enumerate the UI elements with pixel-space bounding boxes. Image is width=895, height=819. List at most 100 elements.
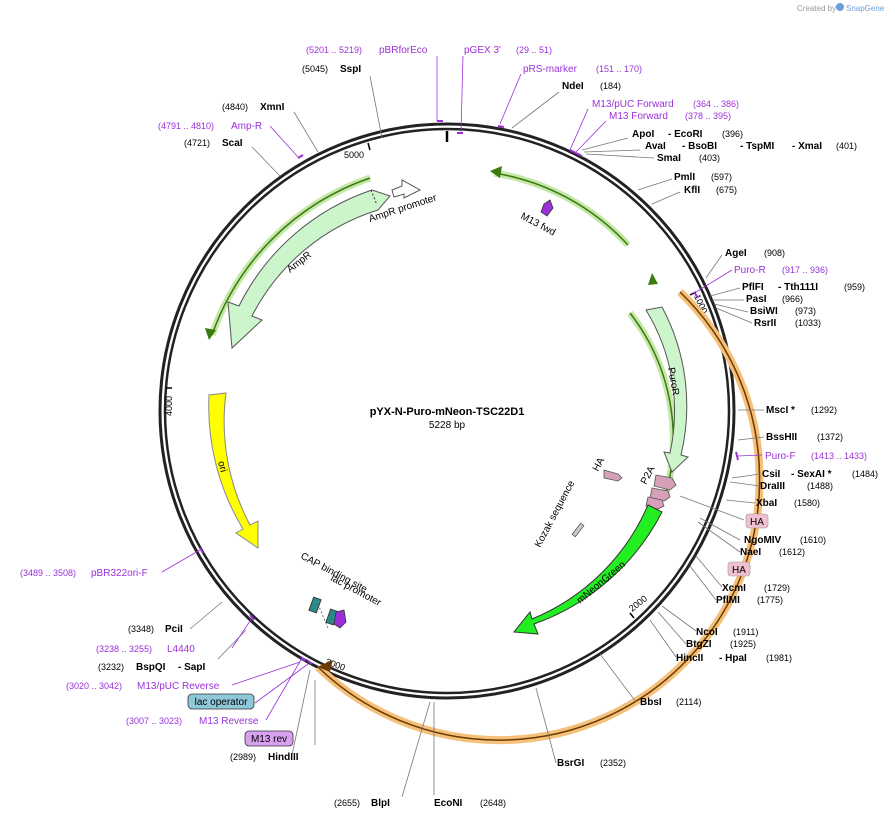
enzyme-pos: (1488)	[807, 481, 833, 491]
enzyme-name[interactable]: HindIII	[268, 752, 299, 763]
enzyme-name[interactable]: - EcoRI	[668, 129, 703, 140]
enzyme-name[interactable]: XbaI	[756, 498, 777, 509]
ha-feature-a[interactable]	[649, 487, 671, 502]
enzyme-name[interactable]: PciI	[165, 624, 183, 635]
tick-mark	[629, 612, 635, 619]
m13-reverse-mark	[300, 656, 306, 662]
enzyme-name[interactable]: PflMI	[716, 595, 740, 606]
enzyme-name[interactable]: - XmaI	[792, 141, 822, 152]
ampr-feature[interactable]	[227, 189, 391, 350]
enzyme-name[interactable]: XcmI	[722, 583, 746, 594]
enzyme-name[interactable]: ApoI	[632, 129, 654, 140]
enzyme-name[interactable]: AgeI	[725, 248, 747, 259]
backbone-outer	[158, 122, 736, 700]
p2a-feature[interactable]	[653, 474, 677, 491]
m13-forward-mark	[575, 152, 583, 157]
enzyme-pos: (3232)	[98, 662, 124, 672]
primer-pos: (364 .. 386)	[693, 99, 739, 109]
enzyme-name[interactable]: ScaI	[222, 138, 243, 149]
primer-leader-lines	[161, 55, 763, 721]
primer-name[interactable]: Puro-R	[734, 265, 766, 276]
enzyme-leader-lines	[189, 75, 765, 798]
primer-name[interactable]: M13/pUC Forward	[592, 99, 674, 110]
enzyme-name[interactable]: - SexAI *	[791, 469, 832, 480]
enzyme-name[interactable]: RsrII	[754, 318, 776, 329]
enzyme-name[interactable]: BsiWI	[750, 306, 778, 317]
ampr-promoter-feature[interactable]	[391, 179, 422, 199]
primer-name[interactable]: Amp-R	[231, 121, 262, 132]
enzyme-name[interactable]: BtgZI	[686, 639, 712, 650]
primer-name[interactable]: M13 Reverse	[199, 716, 259, 727]
m13-rev-feature[interactable]	[333, 609, 347, 629]
mneongreen-label: mNeonGreen	[575, 559, 628, 606]
primer-name[interactable]: M13 Forward	[609, 111, 668, 122]
enzyme-name[interactable]: PmlI	[674, 172, 695, 183]
orf-arc-green-top[interactable]	[493, 169, 631, 248]
primer-pos: (5201 .. 5219)	[306, 45, 362, 55]
enzyme-name[interactable]: CsiI	[762, 469, 781, 480]
orf-arc-orange[interactable]	[315, 289, 764, 745]
primer-name[interactable]: pRS-marker	[523, 64, 578, 75]
enzyme-name[interactable]: XmnI	[260, 102, 285, 113]
enzyme-pos: (1292)	[811, 405, 837, 415]
enzyme-name[interactable]: - TspMI	[740, 141, 774, 152]
ha-pill-1[interactable]	[745, 513, 769, 529]
enzyme-name[interactable]: NcoI	[696, 627, 718, 638]
enzyme-name[interactable]: BssHII	[766, 432, 797, 443]
cap-site-feature[interactable]	[308, 596, 322, 614]
puror-feature[interactable]	[645, 306, 689, 473]
mneongreen-feature[interactable]	[513, 504, 663, 635]
ha-pill-2[interactable]	[727, 561, 751, 577]
enzyme-pos: (1775)	[757, 595, 783, 605]
m13-rev-pill[interactable]	[244, 730, 294, 747]
tick-label-5000: 5000	[344, 150, 364, 160]
enzyme-name[interactable]: PflFI	[742, 282, 764, 293]
enzyme-pos: (4840)	[222, 102, 248, 112]
backbone-inner	[163, 127, 731, 695]
enzyme-name[interactable]: SmaI	[657, 153, 681, 164]
lac-promoter-feature[interactable]	[317, 603, 329, 629]
primer-pos: (378 .. 395)	[685, 111, 731, 121]
enzyme-name[interactable]: MscI *	[766, 405, 795, 416]
enzyme-name[interactable]: SspI	[340, 64, 361, 75]
enzyme-name[interactable]: NdeI	[562, 81, 584, 92]
enzyme-name[interactable]: NaeI	[740, 547, 761, 558]
enzyme-name[interactable]: AvaI	[645, 141, 666, 152]
primer-pos: (29 .. 51)	[516, 45, 552, 55]
enzyme-name[interactable]: NgoMIV	[744, 535, 782, 546]
enzyme-name[interactable]: PasI	[746, 294, 767, 305]
enzyme-name[interactable]: EcoNI	[434, 798, 463, 809]
ha-feature-arrow[interactable]	[603, 469, 623, 482]
enzyme-name[interactable]: BsrGI	[557, 758, 584, 769]
enzyme-name[interactable]: - Tth111I	[778, 282, 818, 293]
enzyme-name[interactable]: - HpaI	[719, 653, 747, 664]
primer-name[interactable]: pGEX 3'	[464, 45, 501, 56]
ori-feature[interactable]	[208, 392, 259, 549]
enzyme-name[interactable]: - SapI	[178, 662, 205, 673]
enzyme-pos: (908)	[764, 248, 785, 258]
enzyme-name[interactable]: - BsoBI	[682, 141, 717, 152]
primer-name[interactable]: Puro-F	[765, 451, 796, 462]
primer-pos: (3489 .. 3508)	[20, 568, 76, 578]
tick-label-4000: 4000	[164, 396, 174, 416]
primer-name[interactable]: L4440	[167, 644, 195, 655]
enzyme-name[interactable]: BlpI	[371, 798, 390, 809]
primer-name[interactable]: M13/pUC Reverse	[137, 681, 220, 692]
primer-name[interactable]: pBRforEco	[379, 45, 428, 56]
enzyme-pos: (2989)	[230, 752, 256, 762]
enzyme-name[interactable]: BspQI	[136, 662, 166, 673]
enzyme-name[interactable]: BbsI	[640, 697, 662, 708]
enzyme-pos: (1580)	[794, 498, 820, 508]
enzyme-name[interactable]: KflI	[684, 185, 700, 196]
m13-fwd-feature[interactable]	[540, 199, 554, 217]
lac-operator-pill[interactable]	[187, 693, 255, 710]
enzyme-pos: (1612)	[779, 547, 805, 557]
primer-name[interactable]: pBR322ori-F	[91, 568, 148, 579]
orf-green-arrowhead	[648, 273, 658, 285]
enzyme-name[interactable]: HincII	[676, 653, 703, 664]
enzyme-pos: (4721)	[184, 138, 210, 148]
enzyme-pos: (1925)	[730, 639, 756, 649]
enzyme-name[interactable]: DraIII	[760, 481, 785, 492]
kozak-feature[interactable]	[571, 522, 585, 538]
